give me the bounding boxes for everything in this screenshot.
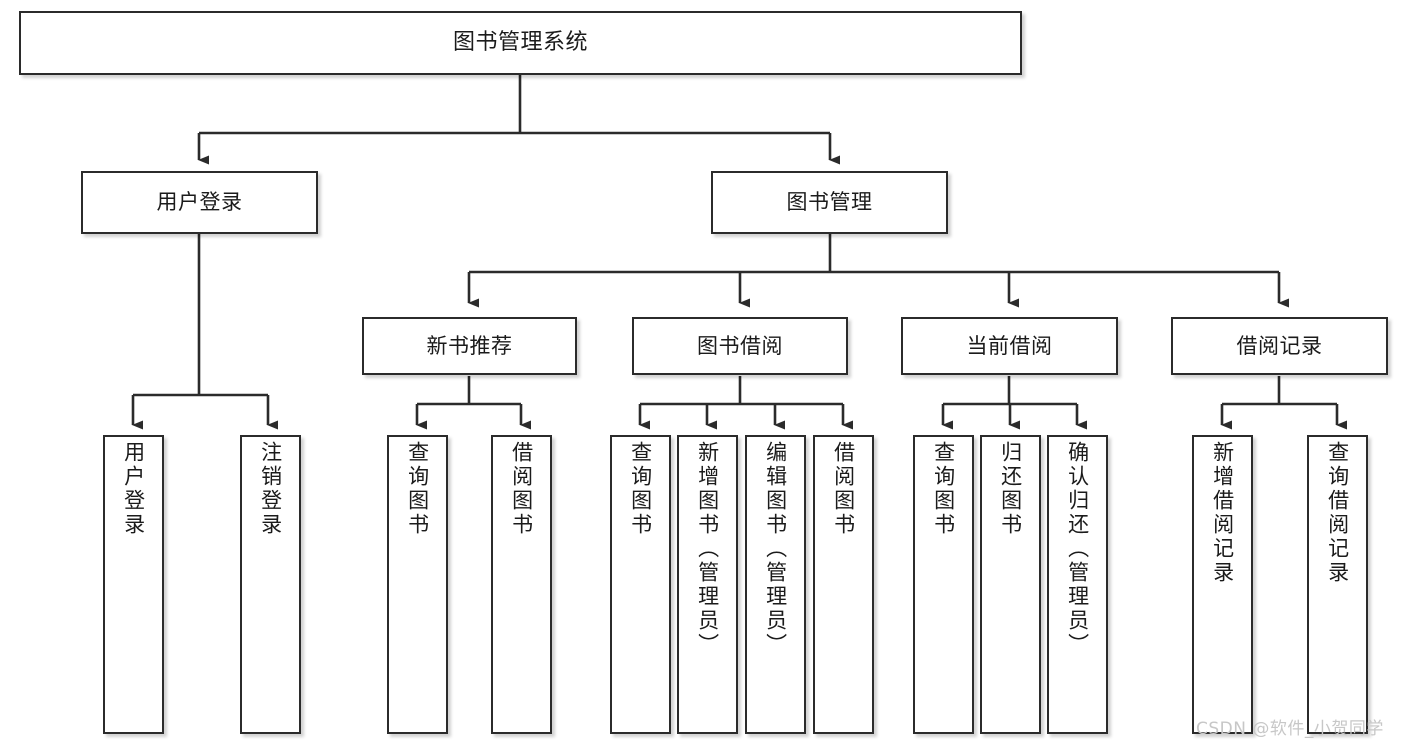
leaf-current-return-book[interactable]: 归还图书 <box>980 435 1041 734</box>
leaf-borrow-query-book[interactable]: 查询图书 <box>610 435 671 734</box>
leaf-record-add-record[interactable]: 新增借阅记录 <box>1192 435 1253 734</box>
node-current-borrow[interactable]: 当前借阅 <box>901 317 1118 375</box>
node-user-login[interactable]: 用户登录 <box>81 171 318 234</box>
leaf-borrow-edit-book[interactable]: 编辑图书（管理员） <box>745 435 806 734</box>
leaf-label-borrow-query-book: 查询图书 <box>628 441 653 537</box>
node-label-root: 图书管理系统 <box>452 30 588 56</box>
leaf-label-user-login-signout: 注销登录 <box>258 441 283 537</box>
leaf-label-record-query-record: 查询借阅记录 <box>1325 441 1350 585</box>
node-borrow-record[interactable]: 借阅记录 <box>1171 317 1388 375</box>
leaf-user-login-signout[interactable]: 注销登录 <box>240 435 301 734</box>
node-label-book-management: 图书管理 <box>786 190 873 215</box>
leaf-current-confirm-return[interactable]: 确认归还（管理员） <box>1047 435 1108 734</box>
node-label-borrow-record: 借阅记录 <box>1236 333 1323 358</box>
leaf-new-book-query[interactable]: 查询图书 <box>387 435 448 734</box>
leaf-label-borrow-borrow-book: 借阅图书 <box>831 441 856 537</box>
leaf-label-new-book-borrow: 借阅图书 <box>509 441 534 537</box>
node-new-book-recommend[interactable]: 新书推荐 <box>362 317 577 375</box>
node-label-new-book-recommend: 新书推荐 <box>426 333 513 358</box>
leaf-label-user-login-signin: 用户登录 <box>121 441 146 537</box>
leaf-label-borrow-edit-book: 编辑图书（管理员） <box>763 441 788 657</box>
leaf-label-current-confirm-return: 确认归还（管理员） <box>1065 441 1090 657</box>
leaf-borrow-borrow-book[interactable]: 借阅图书 <box>813 435 874 734</box>
leaf-label-current-return-book: 归还图书 <box>998 441 1023 537</box>
leaf-borrow-add-book[interactable]: 新增图书（管理员） <box>677 435 738 734</box>
node-book-management[interactable]: 图书管理 <box>711 171 948 234</box>
leaf-label-current-query-book: 查询图书 <box>931 441 956 537</box>
node-label-book-borrow: 图书借阅 <box>697 333 783 358</box>
node-book-borrow[interactable]: 图书借阅 <box>632 317 848 375</box>
node-label-current-borrow: 当前借阅 <box>966 333 1053 358</box>
leaf-record-query-record[interactable]: 查询借阅记录 <box>1307 435 1368 734</box>
node-label-user-login: 用户登录 <box>156 190 243 215</box>
leaf-new-book-borrow[interactable]: 借阅图书 <box>491 435 552 734</box>
leaf-label-record-add-record: 新增借阅记录 <box>1210 441 1235 585</box>
leaf-label-new-book-query: 查询图书 <box>405 441 430 537</box>
leaf-user-login-signin[interactable]: 用户登录 <box>103 435 164 734</box>
leaf-current-query-book[interactable]: 查询图书 <box>913 435 974 734</box>
node-root-system[interactable]: 图书管理系统 <box>19 11 1022 75</box>
leaf-label-borrow-add-book: 新增图书（管理员） <box>695 441 720 657</box>
